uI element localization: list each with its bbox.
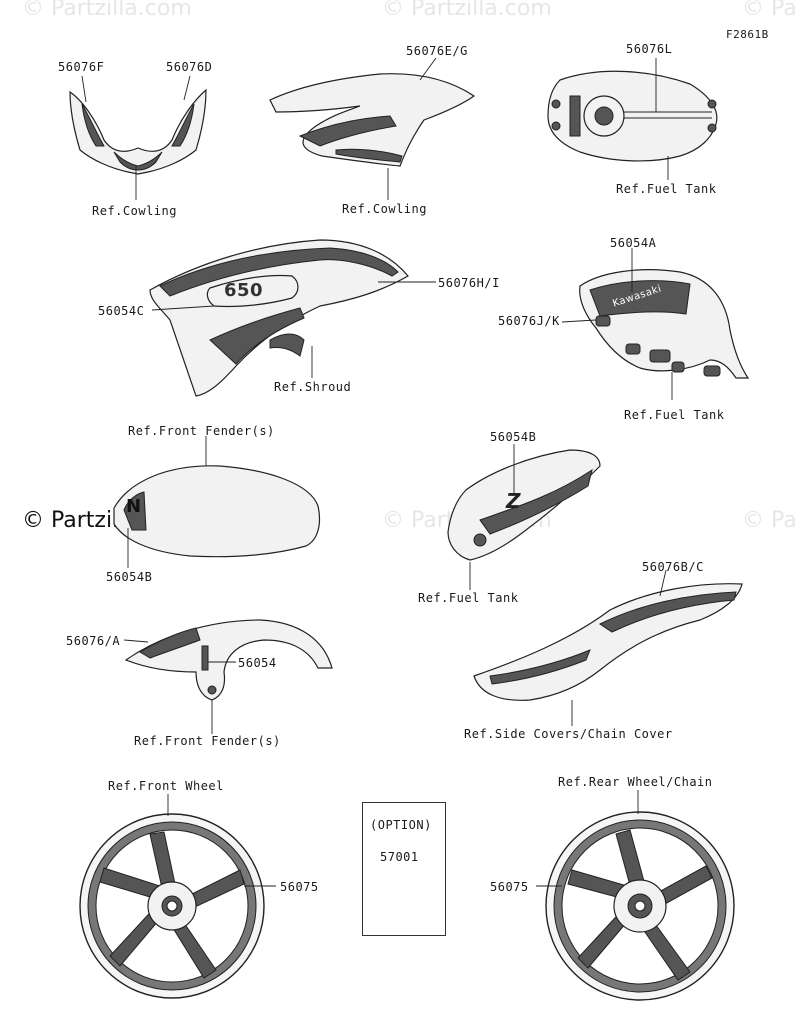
label-56076B-C[interactable]: 56076B/C: [642, 560, 704, 574]
rear-wheel-part: [536, 790, 735, 1001]
fuel-tank-side-part: [561, 248, 750, 400]
option-box: [362, 802, 446, 936]
label-56076F[interactable]: 56076F: [58, 60, 105, 74]
label-56076J-K[interactable]: 56076J/K: [498, 314, 560, 328]
label-56076H-I[interactable]: 56076H/I: [438, 276, 500, 290]
n-logo-decal: N: [126, 496, 142, 517]
watermark: © Pa: [742, 0, 797, 21]
label-56076-A[interactable]: 56076/A: [66, 634, 121, 648]
label-56054B[interactable]: 56054B: [106, 570, 153, 584]
label-56075[interactable]: 56075: [490, 880, 529, 894]
fuel-tank-cover-part: [447, 444, 601, 590]
label-ref-fuel-tank[interactable]: Ref.Fuel Tank: [624, 408, 725, 422]
z-logo-decal: Z: [506, 489, 522, 513]
label-ref-fuel-tank[interactable]: Ref.Fuel Tank: [418, 591, 519, 605]
label-ref-cowling[interactable]: Ref.Cowling: [342, 202, 427, 216]
option-label: (OPTION): [370, 818, 432, 832]
fuel-tank-top-part: [547, 58, 718, 180]
label-56054C[interactable]: 56054C: [98, 304, 145, 318]
label-ref-front-fender[interactable]: Ref.Front Fender(s): [134, 734, 281, 748]
label-56054A[interactable]: 56054A: [610, 236, 657, 250]
watermark: © Partzilla.com: [22, 0, 192, 21]
front-fender-top-part: [113, 436, 321, 568]
side-covers-part: [473, 569, 743, 726]
label-ref-front-wheel[interactable]: Ref.Front Wheel: [108, 779, 224, 793]
watermark: © Pa: [742, 508, 797, 533]
label-56076D[interactable]: 56076D: [166, 60, 213, 74]
label-ref-rear-wheel[interactable]: Ref.Rear Wheel/Chain: [558, 775, 713, 789]
label-57001[interactable]: 57001: [380, 850, 419, 864]
label-56054[interactable]: 56054: [238, 656, 277, 670]
front-fender-side-part: [123, 619, 333, 734]
figure-id: F2861B: [726, 28, 769, 41]
watermark: © Partzilla.com: [382, 0, 552, 21]
label-56054B[interactable]: 56054B: [490, 430, 537, 444]
label-ref-cowling[interactable]: Ref.Cowling: [92, 204, 177, 218]
label-ref-front-fender[interactable]: Ref.Front Fender(s): [128, 424, 275, 438]
front-cowling-part: [69, 75, 207, 200]
engine-size-decal: 650: [224, 280, 264, 301]
label-56076E-G[interactable]: 56076E/G: [406, 44, 468, 58]
side-cowling-part: [269, 57, 476, 200]
label-56076L[interactable]: 56076L: [626, 42, 673, 56]
label-ref-fuel-tank[interactable]: Ref.Fuel Tank: [616, 182, 717, 196]
front-wheel-part: [79, 794, 276, 999]
label-ref-side-covers[interactable]: Ref.Side Covers/Chain Cover: [464, 727, 673, 741]
label-ref-shroud[interactable]: Ref.Shroud: [274, 380, 352, 394]
shroud-part: [149, 239, 436, 397]
label-56075[interactable]: 56075: [280, 880, 319, 894]
